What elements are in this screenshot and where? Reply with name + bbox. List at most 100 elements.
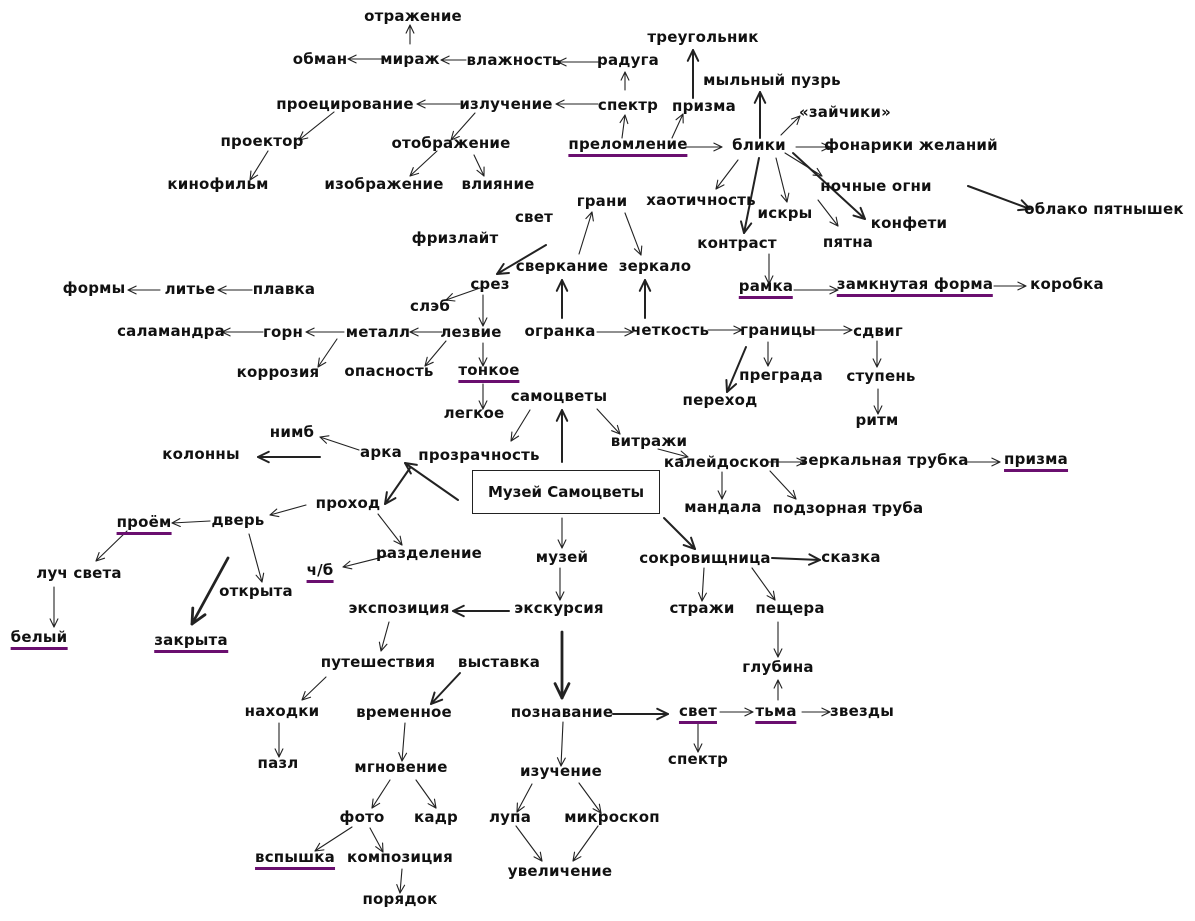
connector-arrow bbox=[967, 185, 1031, 212]
node-korroziya: коррозия bbox=[236, 363, 320, 381]
node-strazhi: стражи bbox=[669, 599, 735, 617]
node-ekskursiya: экскурсия bbox=[514, 599, 604, 617]
node-zaychiki: «зайчики» bbox=[798, 103, 892, 121]
node-sleb: слэб bbox=[409, 297, 451, 315]
connector-arrow bbox=[416, 99, 461, 109]
connector-arrow bbox=[274, 722, 284, 758]
node-ogranka: огранка bbox=[524, 322, 596, 340]
connector-arrow bbox=[698, 567, 707, 602]
connector-arrow bbox=[269, 504, 307, 518]
node-iskry: искры bbox=[757, 204, 813, 222]
node-izluchenie: излучение bbox=[459, 95, 553, 113]
node-razdelenie: разделение bbox=[375, 544, 483, 562]
connector-arrow bbox=[813, 325, 853, 335]
connector-arrow bbox=[769, 470, 797, 500]
node-kolonny: колонны bbox=[162, 445, 240, 463]
connector-arrow bbox=[612, 707, 669, 721]
node-kontrast: контраст bbox=[697, 234, 777, 252]
node-pregrada: преграда bbox=[739, 366, 823, 384]
node-prozrachnost: прозрачность bbox=[418, 446, 540, 464]
connector-arrow bbox=[555, 99, 599, 109]
connector-arrow bbox=[768, 457, 806, 467]
connector-arrow bbox=[753, 91, 767, 139]
connector-arrow bbox=[685, 142, 723, 152]
connector-arrow bbox=[217, 285, 253, 295]
connector-arrow bbox=[671, 113, 684, 139]
connector-arrow bbox=[773, 679, 783, 701]
connector-arrow bbox=[248, 533, 265, 583]
connector-arrow bbox=[619, 114, 629, 139]
node-obman: обман bbox=[292, 50, 348, 68]
connector-arrow bbox=[415, 779, 437, 809]
node-treugolnik: треугольник bbox=[647, 28, 759, 46]
connector-arrow bbox=[693, 723, 703, 753]
node-nochnye-ogni: ночные огни bbox=[820, 177, 932, 195]
node-fonariki: фонарики желаний bbox=[824, 136, 998, 154]
node-pyatna: пятна bbox=[822, 233, 874, 251]
connector-arrow bbox=[764, 253, 774, 285]
connector-arrow bbox=[384, 467, 411, 505]
connector-arrow bbox=[221, 327, 264, 337]
node-vliyanie: влияние bbox=[461, 175, 535, 193]
node-zakryta: закрыта bbox=[154, 631, 228, 653]
connector-arrow bbox=[719, 707, 754, 717]
node-nimb: нимб bbox=[269, 423, 315, 441]
node-muzey: музей bbox=[535, 548, 589, 566]
node-bely: белый bbox=[10, 628, 68, 650]
connector-arrow bbox=[657, 448, 689, 460]
node-mandala: мандала bbox=[684, 498, 762, 516]
node-zamknutaya: замкнутая форма bbox=[836, 275, 994, 297]
connector-arrow bbox=[305, 327, 345, 337]
node-proyom: проём bbox=[116, 513, 172, 535]
node-prokhod: проход bbox=[315, 494, 381, 512]
connector-arrow bbox=[965, 457, 1001, 467]
node-pazl: пазл bbox=[257, 754, 299, 772]
connector-arrow bbox=[873, 388, 883, 415]
node-bliki: блики bbox=[732, 136, 786, 154]
connector-arrow bbox=[445, 287, 481, 302]
connector-arrow bbox=[557, 517, 567, 549]
node-kinofilm: кинофильм bbox=[167, 175, 269, 193]
node-gorn: горн bbox=[262, 323, 304, 341]
node-oblako: облако пятнышек bbox=[1024, 200, 1184, 218]
node-formy: формы bbox=[62, 279, 126, 297]
connector-arrow bbox=[319, 435, 360, 451]
node-khaotichnost: хаотичность bbox=[646, 191, 756, 209]
connector-arrow bbox=[717, 471, 727, 500]
node-mylny-puzyr: мыльный пузрь bbox=[703, 71, 841, 89]
node-foto: фото bbox=[339, 808, 385, 826]
node-sokrovishchnitsa: сокровищница bbox=[639, 549, 771, 567]
connector-arrow bbox=[557, 57, 599, 67]
connector-arrow bbox=[817, 199, 839, 227]
connector-arrow bbox=[171, 518, 211, 528]
connector-arrow bbox=[515, 825, 543, 862]
connector-arrow bbox=[763, 341, 773, 367]
node-tonkoe: тонкое bbox=[458, 361, 520, 383]
connector-arrow bbox=[792, 152, 866, 220]
node-dver: дверь bbox=[211, 511, 265, 529]
connector-arrow bbox=[95, 530, 128, 562]
connector-arrow bbox=[314, 826, 353, 852]
connector-arrow bbox=[771, 553, 821, 566]
node-kaleidoskop: калейдоскоп bbox=[663, 453, 781, 471]
connector-arrow bbox=[596, 408, 621, 435]
node-nakhodki: находки bbox=[244, 702, 320, 720]
connector-arrow bbox=[478, 383, 488, 410]
node-granitsy: границы bbox=[740, 321, 816, 339]
node-stupen: ступень bbox=[846, 367, 916, 385]
node-chetkost: четкость bbox=[630, 321, 710, 339]
node-svet-bottom: свет bbox=[678, 702, 718, 724]
node-vitrazhi: витражи bbox=[610, 432, 688, 450]
node-grani: грани bbox=[576, 192, 628, 210]
connector-arrow bbox=[317, 338, 338, 368]
connector-arrow bbox=[510, 409, 531, 442]
connector-arrow bbox=[473, 154, 485, 177]
node-proetsirovanie: проецирование bbox=[276, 95, 414, 113]
node-luch-sveta: луч света bbox=[36, 564, 122, 582]
connector-arrow bbox=[596, 327, 634, 337]
node-perekhod: переход bbox=[682, 391, 758, 409]
node-metall: металл bbox=[345, 323, 411, 341]
node-ramka: рамка bbox=[738, 277, 794, 299]
connector-arrow bbox=[440, 55, 467, 65]
connector-arrow bbox=[377, 513, 403, 546]
